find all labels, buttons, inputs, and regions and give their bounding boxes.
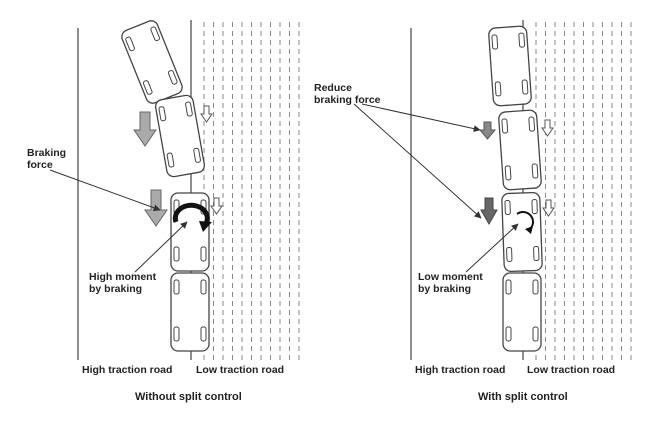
left-panel: Braking force High moment by braking Hig… [27,18,300,403]
left-low-traction-label: Low traction road [196,364,284,376]
reduce-pointer-top [361,103,481,133]
car-right-bottom [502,272,542,352]
small-arrow-bottom [210,197,223,215]
low-moment-pointer [465,223,519,273]
low-moment-label: Low moment by braking [418,271,486,295]
low-moment-arrowhead [525,226,533,234]
braking-arrow-bottom [144,189,168,227]
car-bottom-left [170,272,210,352]
right-low-traction-dashes [535,22,632,360]
left-caption: Without split control [135,391,242,403]
high-moment-arrowhead [199,221,212,232]
right-small-arrow-bottom [542,199,555,217]
high-moment-arrow [172,202,210,227]
right-high-traction-label: High traction road [415,364,505,376]
car-skidding-top [119,18,185,106]
right-caption: With split control [478,391,568,403]
braking-force-pointer [49,169,161,212]
high-moment-label: High moment by braking [89,271,159,295]
right-panel: Reduce braking force Low moment by braki… [314,20,632,403]
reduced-arrow-bottom [480,197,498,226]
car-right-top [487,25,533,107]
right-low-traction-label: Low traction road [527,364,615,376]
right-small-arrow-top [541,119,554,137]
car-skidding-middle [153,93,207,179]
reduce-braking-label: Reduce braking force [314,82,381,106]
car-right-reduced-2 [501,191,543,273]
high-moment-pointer [134,221,188,273]
left-high-traction-label: High traction road [82,364,172,376]
reduce-pointer-bottom [353,103,482,219]
small-arrow-top [200,105,213,123]
reduced-arrow-top [478,121,497,140]
braking-force-label: Braking force [27,147,69,171]
car-right-reduced-1 [497,109,543,191]
left-low-traction-dashes [203,22,300,360]
braking-arrow-top [133,111,157,147]
